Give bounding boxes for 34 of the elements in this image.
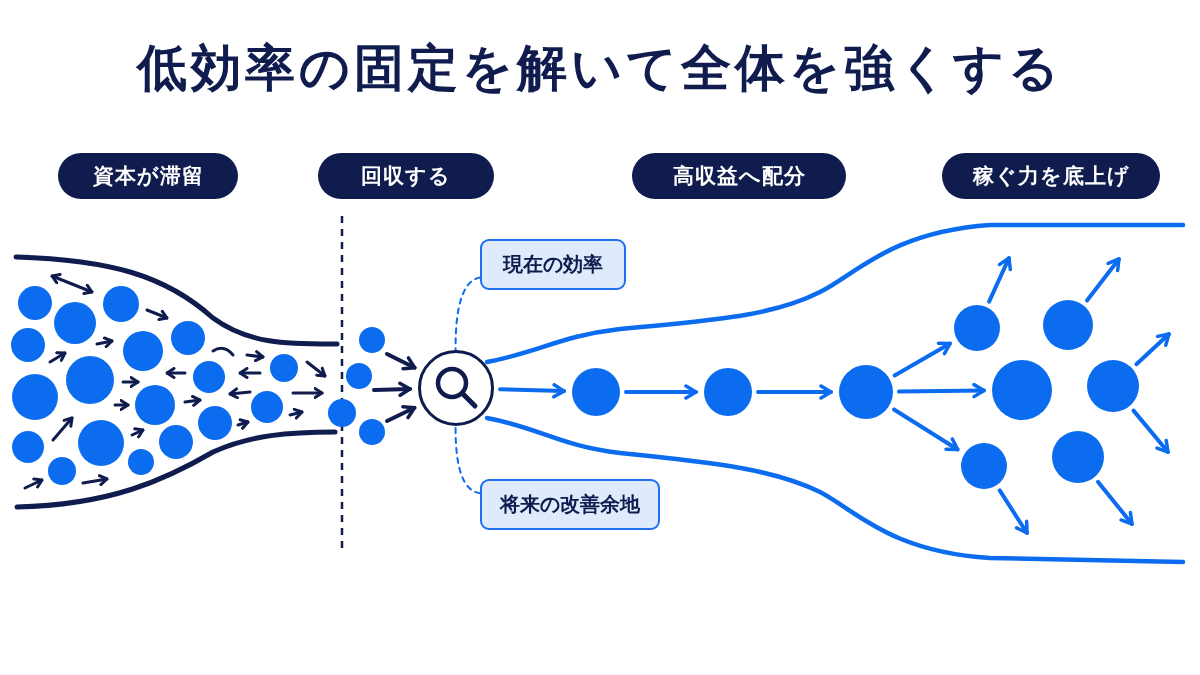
arrow (498, 383, 566, 399)
callout-box: 将来の改善余地 (480, 479, 660, 530)
callout-box: 現在の効率 (480, 239, 626, 290)
arrow (372, 381, 412, 398)
circle (954, 305, 1000, 351)
circle (1043, 300, 1093, 350)
circle (992, 360, 1052, 420)
circle (704, 368, 752, 416)
circle (839, 365, 893, 419)
arrow (385, 352, 417, 371)
arrow (892, 407, 960, 452)
circle (572, 368, 620, 416)
title: 低効率の固定を解いて全体を強くする (137, 38, 1063, 99)
arrow (1134, 332, 1171, 367)
arrow (385, 404, 417, 423)
leader-line (454, 425, 481, 495)
ring (418, 350, 494, 426)
arrow (1096, 479, 1134, 526)
arrow (987, 256, 1013, 304)
arrow (756, 384, 833, 400)
arrow (624, 384, 698, 400)
arrow (1085, 257, 1121, 303)
arrow (1131, 408, 1170, 454)
heading-pill: 回収する (318, 153, 494, 199)
arrow (997, 488, 1029, 535)
leader-line (454, 276, 481, 351)
arrow (897, 382, 986, 399)
circle (1052, 431, 1104, 483)
circle (1087, 360, 1139, 412)
arrow (892, 341, 953, 378)
circle (961, 443, 1007, 489)
heading-pill: 稼ぐ力を底上げ (942, 153, 1160, 199)
heading-pill: 高収益へ配分 (632, 153, 846, 199)
heading-pill: 資本が滞留 (58, 153, 238, 199)
